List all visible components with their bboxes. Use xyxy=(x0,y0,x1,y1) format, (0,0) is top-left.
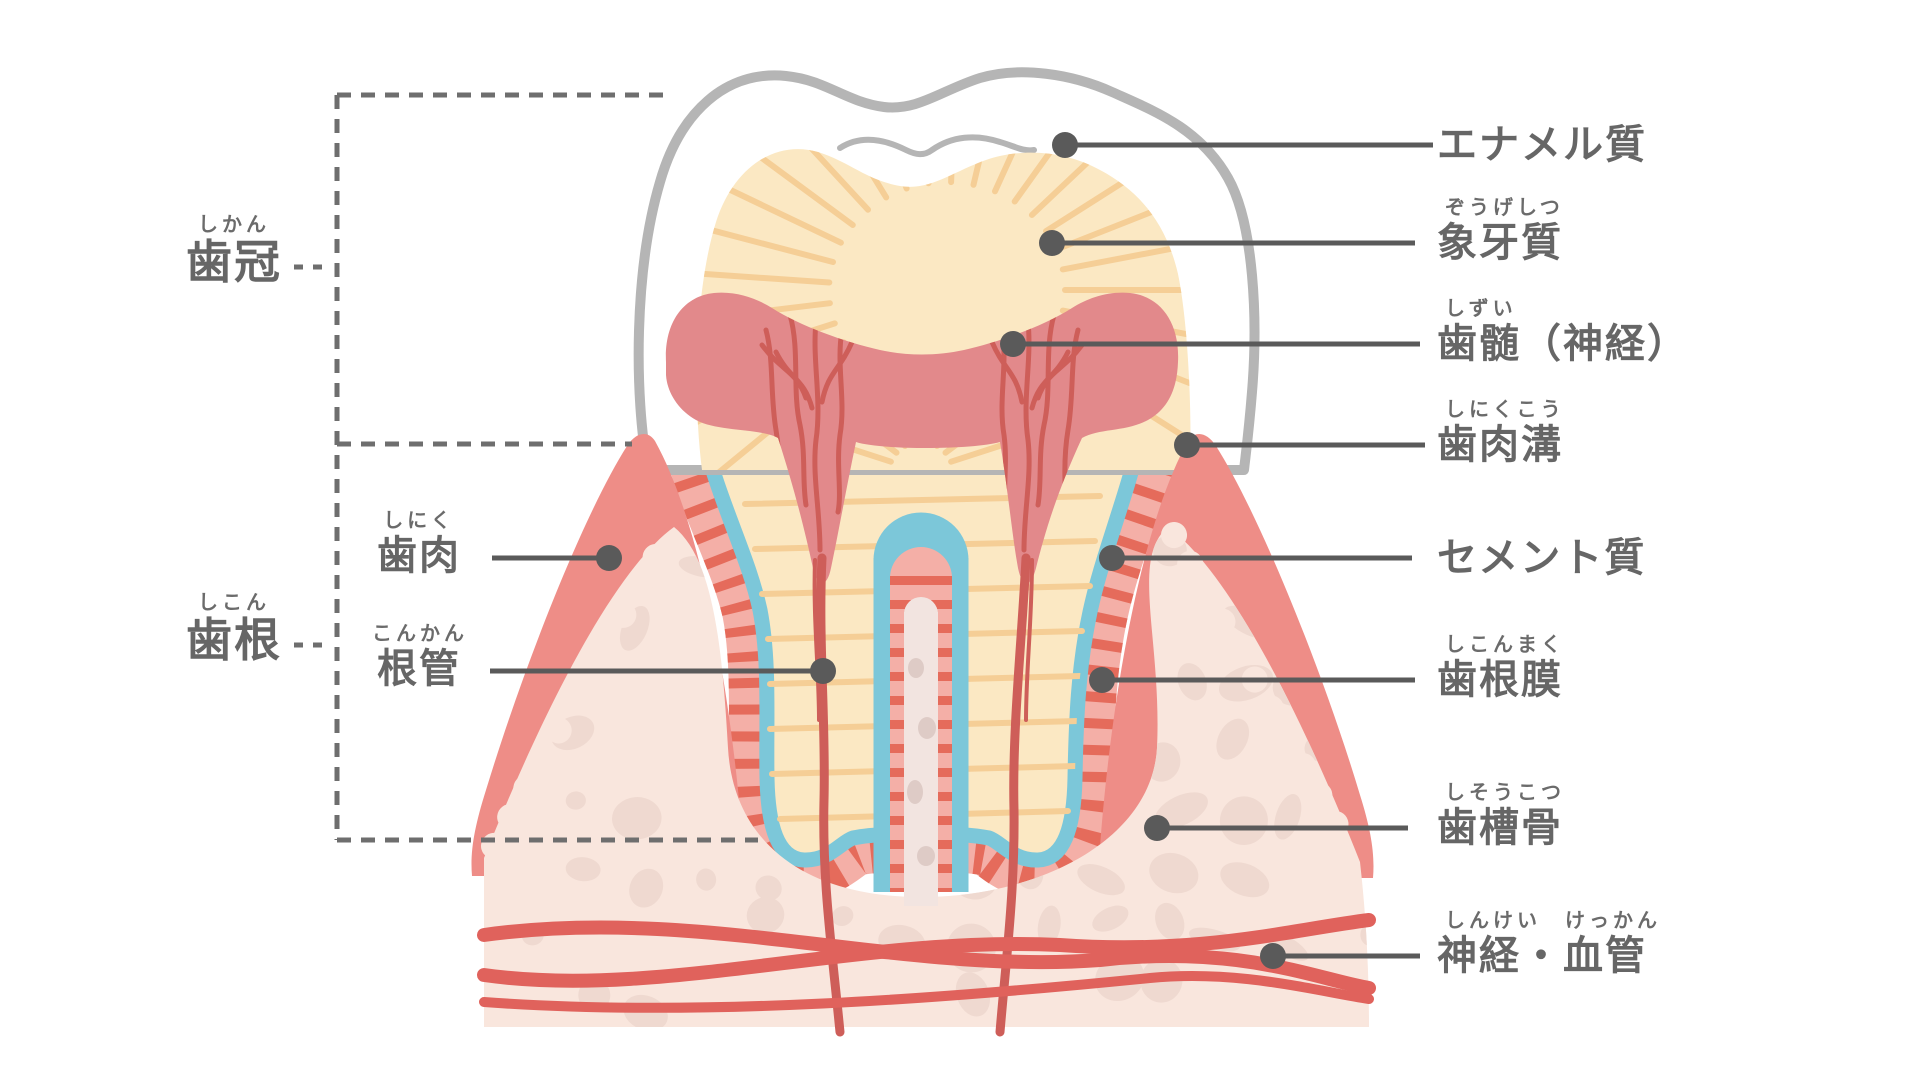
label-root: しこん 歯根 xyxy=(178,590,290,664)
label-alveolar-bone: しそうこつ 歯槽骨 xyxy=(1437,780,1565,850)
furigana-periodontal-ligament: しこんまく xyxy=(1445,634,1565,656)
label-crown: しかん 歯冠 xyxy=(178,212,290,286)
label-enamel: エナメル質 xyxy=(1437,123,1647,167)
label-text-cementum: セメント質 xyxy=(1437,536,1647,580)
nerve-blood-vessels xyxy=(477,913,1376,1013)
leader-lines xyxy=(490,142,1433,959)
label-cementum: セメント質 xyxy=(1437,536,1646,580)
label-text-periodontal-ligament: 歯根膜 xyxy=(1437,658,1563,702)
label-periodontal-ligament: しこんまく 歯根膜 xyxy=(1437,632,1565,702)
label-text-enamel: エナメル質 xyxy=(1437,123,1647,167)
label-text-gum: 歯肉 xyxy=(377,534,461,578)
bone-scallop-right xyxy=(1161,522,1363,863)
label-dentin: ぞうげしつ 象牙質 xyxy=(1437,195,1564,265)
label-gum: しにく 歯肉 xyxy=(372,508,466,578)
furigana-root-canal: こんかん xyxy=(372,623,468,645)
furigana-root: しこん xyxy=(198,592,270,614)
label-text-root: 歯根 xyxy=(186,614,282,666)
label-text-gingival-sulcus: 歯肉溝 xyxy=(1437,423,1563,467)
furigana-alveolar-bone: しそうこつ xyxy=(1445,782,1565,804)
label-gingival-sulcus: しにくこう 歯肉溝 xyxy=(1437,397,1565,467)
label-root-canal: こんかん 根管 xyxy=(372,621,466,691)
furigana-dentin: ぞうげしつ xyxy=(1445,197,1564,219)
furigana-gingival-sulcus: しにくこう xyxy=(1445,399,1565,421)
bone-scallop-left xyxy=(481,522,681,859)
furigana-crown: しかん xyxy=(198,214,270,236)
label-text-root-canal: 根管 xyxy=(377,647,461,691)
label-pulp: しずい 歯髄（神経） xyxy=(1437,296,1689,366)
crown-root-bracket xyxy=(294,92,758,843)
furigana-nerve-vessels: しんけい けっかん xyxy=(1445,910,1661,932)
label-text-crown: 歯冠 xyxy=(186,236,282,288)
furigana-pulp: しずい xyxy=(1445,298,1517,320)
label-nerve-vessels: しんけい けっかん 神経・血管 xyxy=(1437,908,1661,978)
label-text-dentin: 象牙質 xyxy=(1437,221,1563,265)
root-septum xyxy=(873,512,969,906)
label-text-alveolar-bone: 歯槽骨 xyxy=(1437,806,1563,850)
enamel-fissure-line xyxy=(837,134,1037,158)
label-text-nerve-vessels: 神経・血管 xyxy=(1437,934,1647,978)
furigana-gum: しにく xyxy=(383,510,455,532)
septum-blobs xyxy=(907,658,936,866)
leader-dots xyxy=(596,132,1286,969)
label-text-pulp: 歯髄（神経） xyxy=(1437,322,1689,366)
